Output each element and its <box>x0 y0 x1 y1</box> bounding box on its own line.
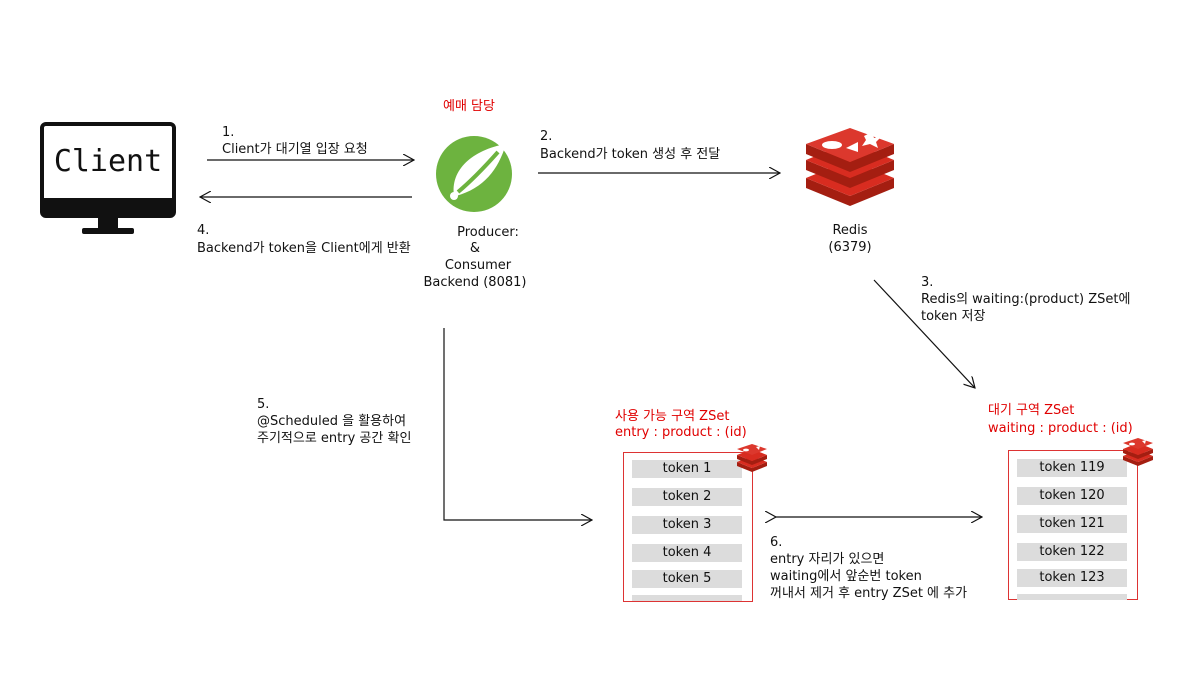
arrow-step5 <box>443 328 592 520</box>
redis-name: Redis <box>832 223 868 238</box>
entry-token-3: token 3 <box>632 516 742 534</box>
producer-name-line4: Backend (8081) <box>423 275 527 290</box>
waiting-token-5: token 123 <box>1017 569 1127 587</box>
redis-logo <box>802 128 898 208</box>
step5-line1: @Scheduled 을 활용하여 <box>257 414 407 429</box>
redis-small-icon <box>737 444 767 472</box>
producer-name-line3: Consumer <box>444 258 512 273</box>
entry-zset-box: token 1 token 2 token 3 token 4 token 5 <box>623 452 753 602</box>
entry-token-5: token 5 <box>632 570 742 588</box>
redis-small-icon <box>1123 438 1153 466</box>
client-label: Client <box>53 144 163 179</box>
entry-redis-badge <box>736 444 768 472</box>
waiting-token-4: token 122 <box>1017 543 1127 561</box>
waiting-redis-badge <box>1122 438 1154 466</box>
step3-line2: token 저장 <box>921 309 986 324</box>
producer-name-line1: Producer: <box>457 225 519 240</box>
waiting-token-3: token 121 <box>1017 515 1127 533</box>
spring-leaf-icon <box>436 136 512 212</box>
entry-token-more <box>632 595 742 601</box>
entry-token-1: token 1 <box>632 460 742 478</box>
step5-line2: 주기적으로 entry 공간 확인 <box>257 431 412 446</box>
step4-text: Backend가 token을 Client에게 반환 <box>197 241 411 256</box>
producer-role: 예매 담당 <box>443 99 495 114</box>
step2-text: Backend가 token 생성 후 전달 <box>540 147 721 162</box>
step6-line3: 꺼내서 제거 후 entry ZSet 에 추가 <box>770 586 968 601</box>
step3-number: 3. <box>921 275 934 290</box>
step1-text: Client가 대기열 입장 요청 <box>222 142 368 157</box>
step4-number: 4. <box>197 223 210 238</box>
redis-icon <box>806 128 894 206</box>
entry-token-4: token 4 <box>632 544 742 562</box>
arrow-step3 <box>873 279 975 388</box>
entry-zset-key: entry : product : (id) <box>615 425 747 440</box>
step6-line1: entry 자리가 있으면 <box>770 552 885 567</box>
waiting-zset-key: waiting : product : (id) <box>988 421 1133 436</box>
waiting-token-1: token 119 <box>1017 459 1127 477</box>
producer-name-line2: & <box>469 241 481 256</box>
step1-number: 1. <box>222 125 235 140</box>
step6-line2: waiting에서 앞순번 token <box>770 569 922 584</box>
client-monitor: Client <box>40 122 176 238</box>
step5-number: 5. <box>257 397 270 412</box>
waiting-zset-title: 대기 구역 ZSet <box>988 403 1075 418</box>
step2-number: 2. <box>540 129 553 144</box>
waiting-token-more <box>1017 594 1127 600</box>
waiting-zset-box: token 119 token 120 token 121 token 122 … <box>1008 450 1138 600</box>
entry-token-2: token 2 <box>632 488 742 506</box>
entry-zset-title: 사용 가능 구역 ZSet <box>615 409 730 424</box>
spring-logo <box>432 130 520 216</box>
monitor-icon <box>40 122 176 234</box>
waiting-token-2: token 120 <box>1017 487 1127 505</box>
step3-line1: Redis의 waiting:(product) ZSet에 <box>921 292 1131 307</box>
redis-port: (6379) <box>828 240 872 255</box>
step6-number: 6. <box>770 535 783 550</box>
